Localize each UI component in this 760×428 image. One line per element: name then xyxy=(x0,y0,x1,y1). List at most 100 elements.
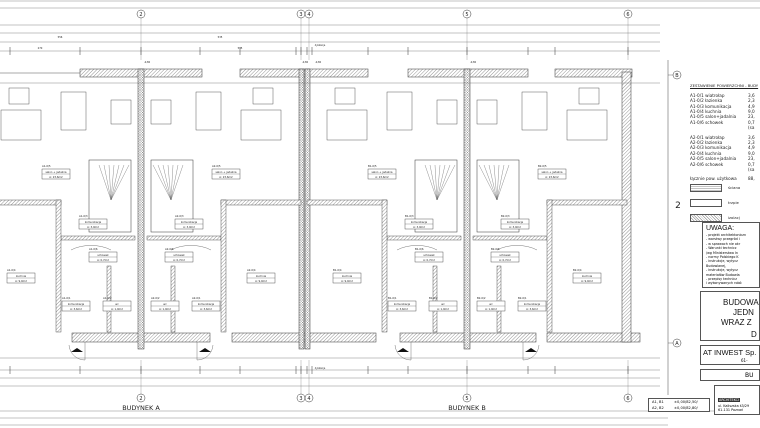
room-code: B2-0/3 xyxy=(501,214,510,218)
room-name: kuchnia xyxy=(342,274,353,278)
area-value: 23, xyxy=(748,156,755,162)
area-value: 3,6 xyxy=(748,134,755,140)
entrance-door xyxy=(394,342,412,361)
sofa xyxy=(0,109,42,141)
kitchen-side-wall xyxy=(546,199,553,333)
chair xyxy=(110,99,132,125)
level-mark: -0,80 xyxy=(315,61,322,64)
kitchen-side-wall xyxy=(220,199,227,333)
room-code: B2-0/1 xyxy=(518,296,527,300)
note-line: - instrukcje, wytycz xyxy=(706,268,738,273)
room-code: A1-0/6 xyxy=(89,247,98,251)
interior-wall xyxy=(60,235,136,241)
room-code: A1-0/3 xyxy=(79,214,88,218)
room-code: B1-0/5 xyxy=(368,164,377,168)
armchair xyxy=(252,87,274,105)
grid-axis-label: 6 xyxy=(626,12,629,18)
wall-swatch xyxy=(690,184,722,192)
total-label: łącznie pow. użytkowa xyxy=(690,176,737,182)
area-value: 4,9 xyxy=(748,145,755,151)
room-area: A: 9,0m2 xyxy=(581,279,593,283)
area-room: A1-0/2 łazienka xyxy=(690,98,723,104)
room-code: A2-0/6 xyxy=(165,247,174,251)
stair-step xyxy=(108,164,112,201)
stair-step xyxy=(110,164,130,201)
room-name: schowek xyxy=(423,253,435,257)
project-line: WRAZ Z xyxy=(721,318,752,327)
room-name: komunikacja xyxy=(394,302,411,306)
dining-table xyxy=(521,91,548,131)
room-code: B1-0/4 xyxy=(333,268,342,272)
note-line: Budowlanej, xyxy=(706,263,727,268)
area-room: A2-0/2 łazienka xyxy=(690,140,723,146)
stair-step xyxy=(110,164,115,201)
level-value: ±0,00/82,80/ xyxy=(674,406,698,410)
room-name: schowek xyxy=(173,253,185,257)
note-line: - przepisy technicz xyxy=(706,277,737,282)
area-value: 2,3 xyxy=(748,98,755,104)
exterior-wall-right xyxy=(621,71,632,343)
wc-wall xyxy=(106,265,112,333)
stair-step xyxy=(152,164,172,201)
room-name: schowek xyxy=(499,253,511,257)
room-code: A2-0/2 xyxy=(151,296,160,300)
dimension-label: 556 xyxy=(58,35,63,39)
staircase xyxy=(88,159,132,233)
project-line: BUDOWA xyxy=(723,298,759,307)
stair-step xyxy=(478,164,498,201)
area-room: A2-0/3 komunikacja xyxy=(690,145,732,151)
stair-step xyxy=(496,164,505,201)
interior-wall xyxy=(472,235,548,241)
area-value: 23, xyxy=(748,114,755,120)
dimension-label: 535 xyxy=(218,35,223,39)
room-area: A: 23,6m2 xyxy=(49,175,63,179)
room-code: B2-0/4 xyxy=(573,268,582,272)
room-area: A: 0,7m2 xyxy=(97,258,109,262)
staircase xyxy=(414,159,458,233)
grid-axis-label: 3 xyxy=(299,12,302,18)
stair-step xyxy=(434,164,438,201)
entrance-door xyxy=(68,342,86,361)
note-line: /wg Ministerstwa In xyxy=(706,250,738,255)
room-name: komunikacja xyxy=(68,302,85,306)
area-room: A2-0/6 schowek xyxy=(690,161,724,167)
kitchen-side-wall xyxy=(55,199,62,333)
project-line: D xyxy=(751,330,757,339)
entrance-arrow-icon xyxy=(525,348,537,352)
company-logo: ARCHITEKCI xyxy=(718,398,741,402)
area-value: 4,9 xyxy=(748,103,755,109)
area-room: A1-0/1 wiatrołap xyxy=(690,92,725,98)
room-area: A: 0,7m2 xyxy=(173,258,185,262)
stair-step xyxy=(110,164,120,201)
grid-axis-label: 6 xyxy=(626,396,629,402)
stair-step xyxy=(162,164,172,201)
room-code: B1-0/3 xyxy=(405,214,414,218)
legend: ściana trzpie izolacj xyxy=(690,182,740,224)
room-area: A: 0,7m2 xyxy=(499,258,511,262)
grid-axis-label: 2 xyxy=(139,12,142,18)
room-name: komunikacja xyxy=(181,220,198,224)
stair-step xyxy=(436,164,441,201)
company-address: ul. Kaliszska ś3/29 xyxy=(718,404,750,408)
area-row: A1-0/2 łazienka 2,3 xyxy=(690,98,758,103)
wc-wall xyxy=(170,265,176,333)
core-swatch xyxy=(690,199,722,207)
walls xyxy=(0,68,641,350)
note-line: - projekt architektoniczn xyxy=(706,233,747,237)
room-code: B1-0/6 xyxy=(415,247,424,251)
room-area: A: 1,9m2 xyxy=(485,307,497,311)
door-swing xyxy=(170,245,212,251)
stair-step xyxy=(429,164,438,201)
note-line: materiałów Budowla xyxy=(706,272,740,277)
area-value: 0,7 xyxy=(748,161,755,167)
note-line: - Warunki technicz xyxy=(706,246,737,251)
grid-axis-label: 3 xyxy=(299,396,302,402)
